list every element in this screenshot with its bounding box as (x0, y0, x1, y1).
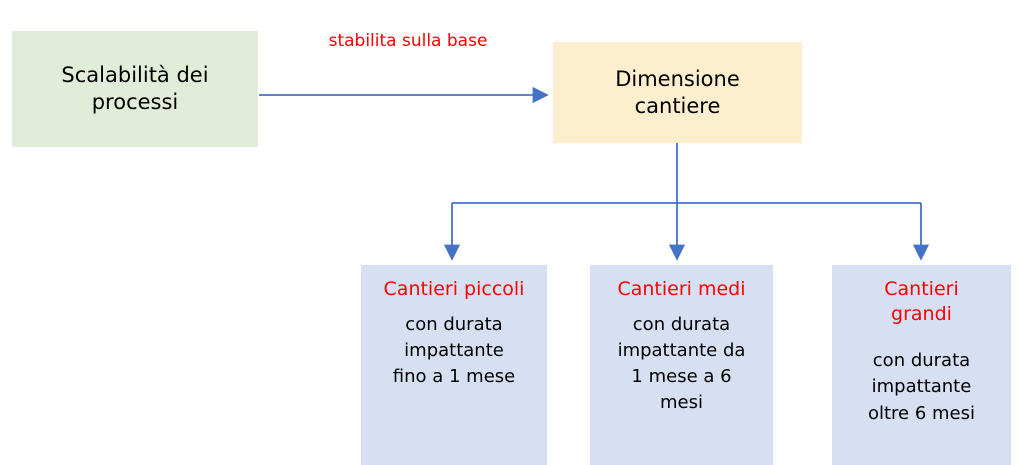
node-cantieri-medi[interactable]: Cantieri medi con durata impattante da 1… (590, 265, 773, 465)
node-cantieri-piccoli-body: con durata impattante fino a 1 mese (393, 312, 515, 390)
node-cantieri-medi-body: con durata impattante da 1 mese a 6 mesi (618, 312, 746, 416)
node-cantieri-grandi-body-line3: oltre 6 mesi (867, 402, 976, 424)
node-scalabilita-line1: Scalabilità dei (61, 63, 209, 88)
node-cantieri-piccoli-body-line2: impattante (404, 339, 504, 361)
node-cantieri-grandi-title: Cantieri grandi (884, 277, 958, 326)
node-scalabilita-line2: processi (91, 90, 179, 114)
node-dimensione-cantiere[interactable]: Dimensione cantiere (553, 42, 802, 143)
node-cantieri-medi-body-line3: 1 mese a 6 (631, 365, 732, 387)
node-cantieri-piccoli-body-line1: con durata (405, 313, 503, 335)
node-cantieri-grandi-body-line1: con durata (872, 350, 971, 372)
node-cantieri-medi-body-line4: mesi (659, 391, 703, 413)
node-cantieri-piccoli[interactable]: Cantieri piccoli con durata impattante f… (361, 265, 547, 465)
node-cantieri-grandi-body-line2: impattante (871, 376, 972, 398)
node-cantieri-medi-body-line2: impattante da (617, 339, 746, 361)
node-cantieri-medi-title: Cantieri medi (617, 278, 746, 300)
node-cantieri-piccoli-body-line3: fino a 1 mese (392, 365, 516, 387)
node-scalabilita-dei-processi[interactable]: Scalabilità dei processi (12, 31, 258, 147)
node-cantieri-grandi-title-line2: grandi (891, 302, 952, 325)
node-cantieri-grandi-title-line1: Cantieri (884, 278, 959, 300)
node-dimensione-line2: cantiere (634, 93, 721, 118)
edge-label-stabilita-sulla-base: stabilita sulla base (328, 31, 488, 51)
node-cantieri-piccoli-title: Cantieri piccoli (383, 278, 525, 300)
node-cantieri-grandi-body: con durata impattante oltre 6 mesi (868, 348, 975, 426)
node-cantieri-grandi[interactable]: Cantieri grandi con durata impattante ol… (832, 265, 1011, 465)
node-cantieri-medi-body-line1: con durata (632, 313, 731, 335)
node-dimensione-line1: Dimensione (615, 66, 740, 91)
